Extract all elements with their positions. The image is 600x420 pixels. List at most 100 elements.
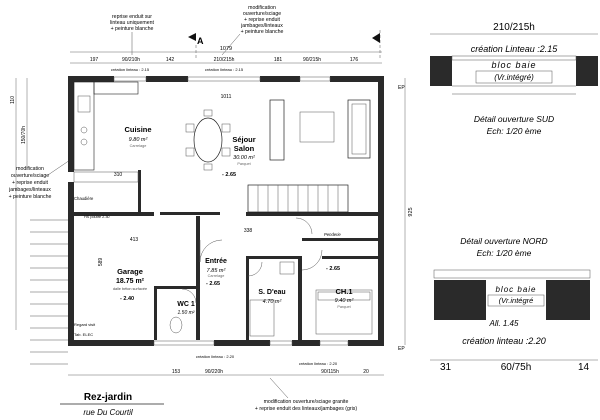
svg-text:Penderie: Penderie (324, 232, 341, 237)
svg-text:EP: EP (398, 85, 405, 91)
note-top-mid: modification ouverture/sciage + reprise … (221, 5, 284, 56)
note-top-left-l2: linteau uniquement (110, 20, 154, 26)
svg-text:Parquet: Parquet (337, 305, 351, 309)
svg-text:176: 176 (350, 57, 359, 63)
svg-text:création linteau : 2.15: création linteau : 2.15 (111, 67, 150, 72)
svg-text:+ reprise enduit des linteaux/: + reprise enduit des linteaux/jambages (… (255, 406, 357, 412)
svg-text:Carrelage: Carrelage (208, 274, 225, 278)
svg-text:Carrelage: Carrelage (130, 144, 147, 148)
svg-text:- 2.65: - 2.65 (206, 281, 220, 287)
svg-text:210/215h: 210/215h (493, 22, 535, 33)
note-top-left-l1: reprise enduit sur (112, 14, 152, 20)
section-marker-a: A (188, 33, 204, 58)
detail-nord: Détail ouverture NORD Ech: 1/20 ème bloc… (430, 236, 598, 373)
svg-text:1011: 1011 (221, 94, 232, 100)
svg-text:(Vr.intégré): (Vr.intégré) (494, 73, 534, 82)
note-top-left-l3: + peinture blanche (111, 26, 154, 32)
svg-text:150/70h: 150/70h (21, 126, 27, 144)
svg-text:589: 589 (98, 258, 104, 267)
svg-text:20: 20 (363, 369, 369, 375)
room-ch1: CH.1 9.40 m² Parquet - 2.65 (326, 266, 353, 309)
street-name: rue Du Courtil (83, 408, 133, 417)
svg-text:90/215h: 90/215h (303, 57, 321, 63)
svg-text:+ peinture blanche: + peinture blanche (9, 194, 52, 200)
svg-text:- 2.65: - 2.65 (326, 266, 340, 272)
room-entree: Entrée 7.85 m² Carrelage - 2.65 (205, 258, 227, 287)
svg-text:EP: EP (398, 346, 405, 352)
svg-text:Entrée: Entrée (205, 258, 227, 265)
room-garage: Garage 18.75 m² dalle béton surfacée - 2… (113, 267, 147, 302)
detail-sud: 210/215h création Linteau :2.15 bloc bai… (430, 22, 598, 136)
svg-text:modification ouverture/sciage: modification ouverture/sciage granite (264, 399, 349, 405)
interior-walls (74, 170, 378, 340)
note-bottom: modification ouverture/sciage granite + … (255, 377, 357, 412)
svg-text:310: 310 (114, 172, 123, 178)
svg-text:413: 413 (130, 237, 139, 243)
svg-text:+ reprise enduit: + reprise enduit (12, 180, 48, 186)
svg-text:jambages/linteaux: jambages/linteaux (240, 23, 283, 29)
svg-text:création linteau : 2.15: création linteau : 2.15 (205, 67, 244, 72)
svg-text:WC 1: WC 1 (177, 301, 195, 308)
kitchen-counters (73, 81, 139, 183)
room-sejour: Séjour Salon 30.00 m² Parquet - 2.65 (222, 135, 256, 178)
svg-text:1.50 m²: 1.50 m² (178, 310, 195, 316)
svg-text:Cuisine: Cuisine (124, 125, 151, 134)
section-marker-label: A (197, 36, 204, 46)
svg-text:110: 110 (10, 96, 16, 104)
svg-text:+ reprise enduit: + reprise enduit (244, 17, 280, 23)
svg-text:S. D'eau: S. D'eau (258, 289, 285, 296)
svg-text:153: 153 (172, 369, 181, 375)
svg-text:jambages/linteaux: jambages/linteaux (8, 187, 51, 193)
svg-text:90/210h: 90/210h (122, 57, 140, 63)
svg-text:ouverture/sciage: ouverture/sciage (11, 173, 49, 179)
svg-text:modification: modification (16, 166, 44, 172)
right-dimensions: 925 EP EP (398, 78, 414, 352)
left-dimensions: 110 150/70h (10, 78, 28, 330)
dim-overall: 1079 (220, 46, 232, 52)
svg-text:(Vr.intégré: (Vr.intégré (499, 296, 534, 305)
svg-text:- 2.40: - 2.40 (120, 296, 134, 302)
svg-text:bloc baie: bloc baie (495, 285, 536, 294)
room-wc: WC 1 1.50 m² (177, 301, 195, 316)
svg-text:dalle béton surfacée: dalle béton surfacée (113, 287, 147, 291)
svg-text:9.80 m²: 9.80 m² (129, 137, 148, 143)
svg-text:Tab. ELEC: Tab. ELEC (74, 332, 93, 337)
svg-text:142: 142 (166, 57, 175, 63)
svg-text:création linteau : 2.20: création linteau : 2.20 (299, 361, 338, 366)
bathroom-fixtures (249, 261, 295, 337)
exterior-walls (68, 76, 384, 346)
wc-fixture (169, 316, 183, 334)
svg-text:338: 338 (244, 228, 253, 234)
svg-text:Chaudière: Chaudière (74, 196, 94, 201)
doors (181, 217, 323, 304)
svg-text:90/115h: 90/115h (321, 369, 339, 375)
svg-text:Séjour: Séjour (232, 135, 255, 144)
svg-text:197: 197 (90, 57, 99, 63)
plan-title: Rez-jardin rue Du Courtil (60, 392, 164, 417)
room-cuisine: Cuisine 9.80 m² Carrelage (124, 125, 151, 148)
svg-text:création linteau :2.20: création linteau :2.20 (462, 336, 546, 346)
svg-text:60/75h: 60/75h (501, 362, 532, 373)
svg-text:- 2.65: - 2.65 (222, 172, 236, 178)
exterior-hatch (30, 219, 68, 365)
svg-text:Détail ouverture SUD: Détail ouverture SUD (474, 114, 554, 124)
svg-text:+ peinture blanche: + peinture blanche (241, 29, 284, 35)
svg-text:Parquet: Parquet (237, 162, 251, 166)
bottom-dimensions: 153 90/220h 90/115h 20 création linteau … (68, 354, 384, 376)
svg-text:modification: modification (248, 5, 276, 11)
svg-text:18.75 m²: 18.75 m² (116, 278, 145, 285)
svg-text:Détail ouverture NORD: Détail ouverture NORD (460, 236, 547, 246)
svg-text:925: 925 (408, 207, 414, 216)
room-sdeau: S. D'eau 4.70 m² (258, 289, 285, 305)
svg-text:création Linteau :2.15: création Linteau :2.15 (471, 44, 559, 54)
svg-text:ouverture/sciage: ouverture/sciage (243, 11, 281, 17)
top-dimensions: 1079 197 90/210h 142 210/215h 181 90/215… (70, 46, 382, 72)
svg-text:4.70 m²: 4.70 m² (263, 299, 282, 305)
svg-text:7.85 m²: 7.85 m² (207, 268, 226, 274)
svg-text:9.40 m²: 9.40 m² (335, 298, 354, 304)
svg-text:Ech: 1/20 ème: Ech: 1/20 ème (487, 126, 542, 136)
svg-text:All. 1.45: All. 1.45 (489, 319, 519, 328)
svg-text:Garage: Garage (117, 267, 143, 276)
svg-text:CH.1: CH.1 (335, 287, 352, 296)
